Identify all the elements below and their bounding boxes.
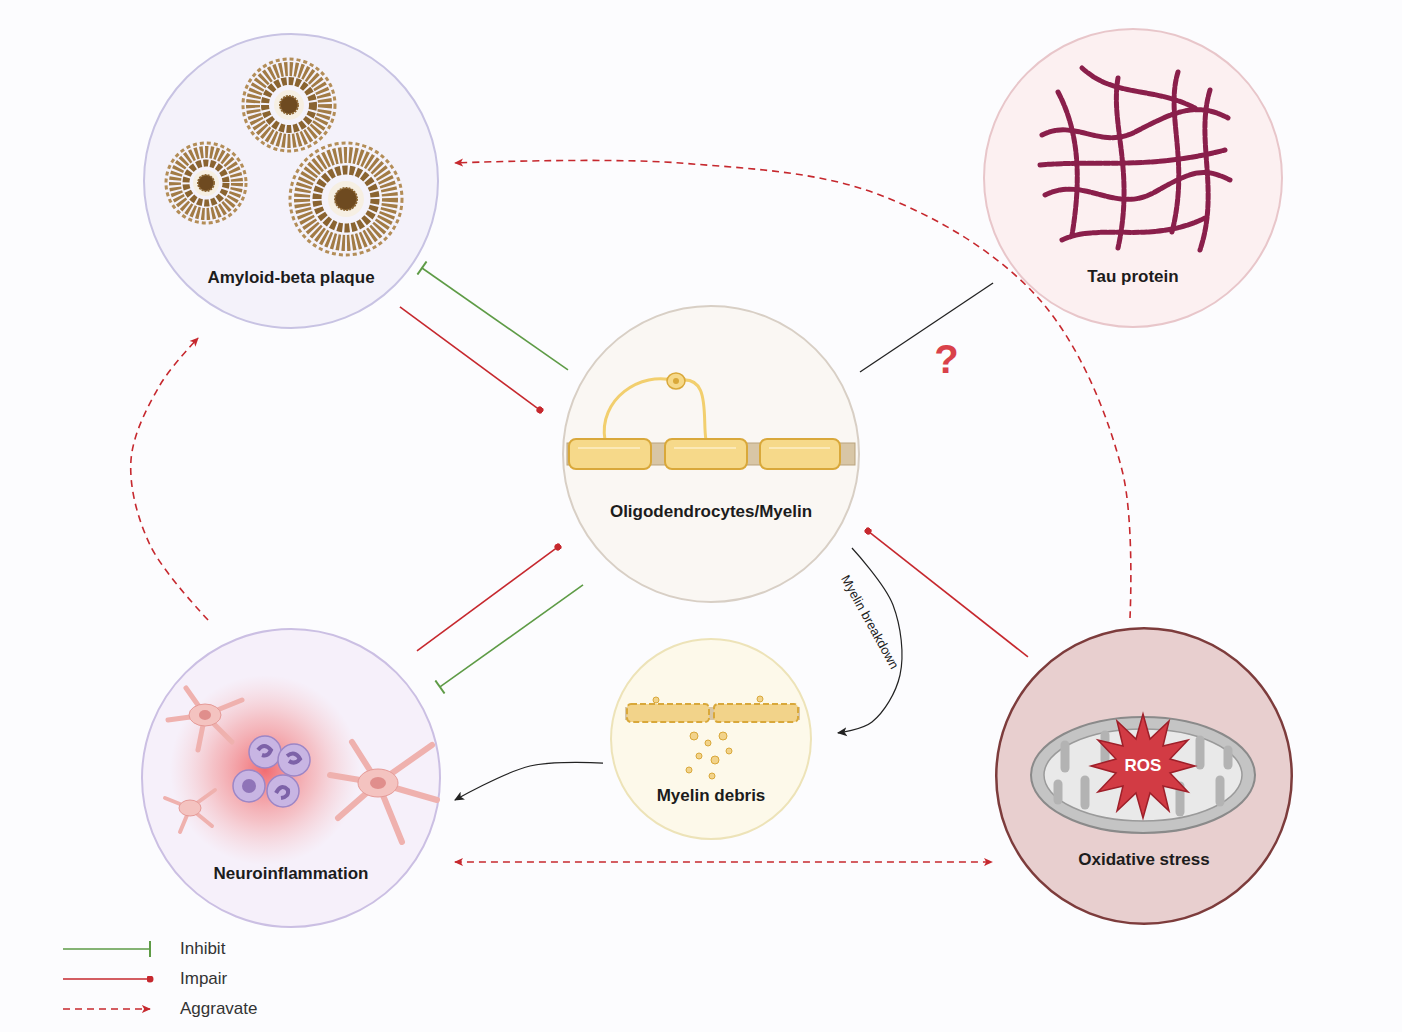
node-outline [995,627,1293,925]
legend-sample [63,978,150,980]
impair-connector [400,307,540,410]
edge-label: Myelin breakdown [839,573,901,671]
node-label: Oxidative stress [995,848,1293,872]
node-circle-shape [142,629,440,927]
legend-sample [63,1008,150,1010]
legend-label: Aggravate [180,998,258,1020]
node-circle-shape [984,29,1282,327]
legend-label: Inhibit [180,938,225,960]
node-label: Myelin debris [610,784,812,808]
node-circle: Oligodendrocytes/Myelin [562,305,860,603]
node-outline [562,305,860,603]
node-outline [610,638,812,840]
legend-samples [63,949,150,1009]
node-circle-shape [996,628,1292,924]
node-label: Neuroinflammation [141,862,441,886]
node-circle: Tau protein [983,28,1283,328]
node-label: Oligodendrocytes/Myelin [562,500,860,524]
legend-label: Impair [180,968,227,990]
node-circle: Neuroinflammation [141,628,441,928]
impair-connector [417,547,558,651]
node-label: Tau protein [983,265,1283,289]
question-mark: ? [934,339,958,379]
node-circle: Amyloid-beta plaque [143,33,439,329]
node-circle-shape [563,306,859,602]
inhibit-connector [422,268,568,370]
plain-connector [860,283,993,372]
dashed-connector [455,861,992,863]
arrow-connector [455,762,603,800]
node-label: Amyloid-beta plaque [143,266,439,290]
legend-sample [63,948,150,950]
arrow-connector [838,548,902,733]
dashed-connector [131,338,208,620]
node-circle-shape [611,639,811,839]
node-circle: Oxidative stress [995,627,1293,925]
node-circle: Myelin debris [610,638,812,840]
impair-connector [868,531,1028,657]
node-circle-shape [144,34,438,328]
inhibit-connector [440,585,583,687]
